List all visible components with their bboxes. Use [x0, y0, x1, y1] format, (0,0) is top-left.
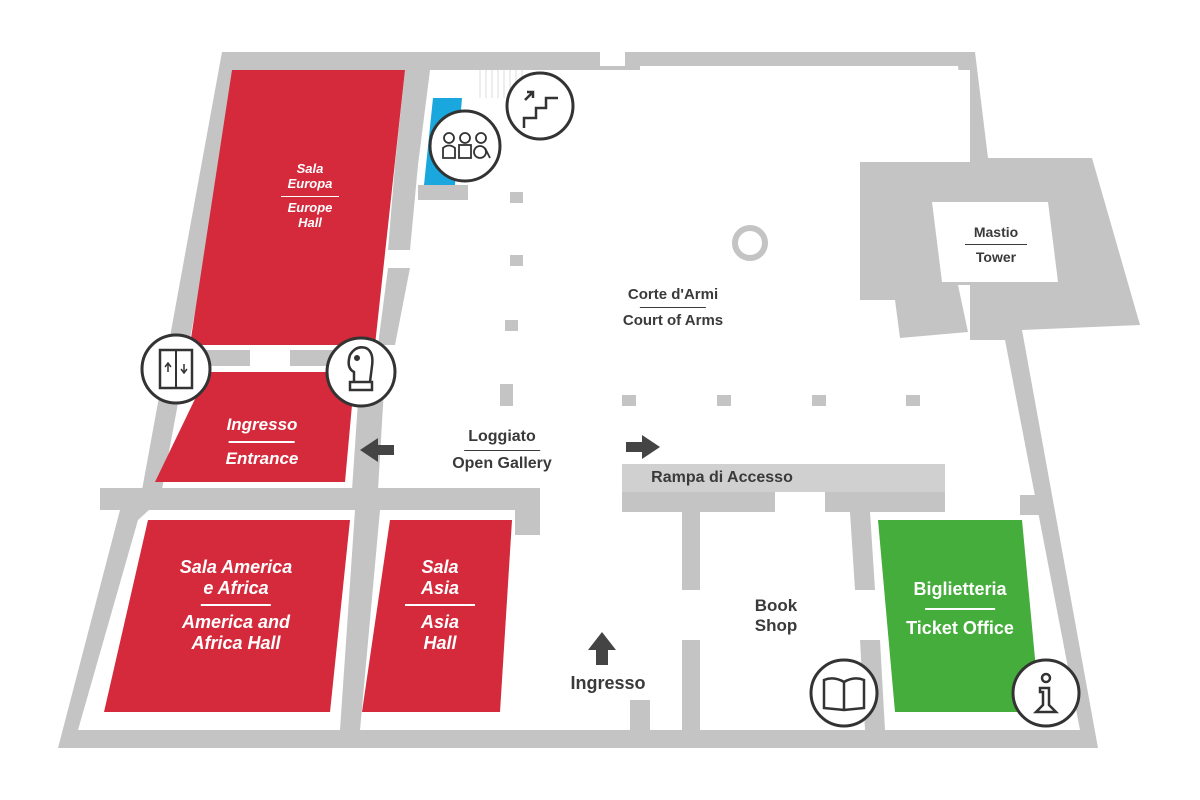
label-en-1: Asia: [420, 612, 460, 633]
america-hall-label: Sala America e Africa America and Africa…: [180, 557, 292, 654]
label-en: Open Gallery: [452, 455, 552, 473]
label-en-2: Hall: [423, 633, 457, 654]
main-entrance-label: Ingresso: [570, 673, 646, 693]
divider: [965, 244, 1027, 246]
stairs-icon[interactable]: [505, 71, 575, 141]
label-it: Mastio: [973, 224, 1019, 240]
label-en-2: Africa Hall: [191, 633, 281, 654]
divider: [229, 440, 295, 443]
tower-label: Mastio Tower: [965, 224, 1027, 265]
room-europe-hall[interactable]: [190, 70, 405, 345]
label-it-1: Sala: [421, 557, 459, 577]
label-en-1: America and: [181, 612, 291, 633]
bookshop-label: Book Shop: [755, 596, 798, 635]
room-asia-hall[interactable]: [362, 520, 512, 712]
room-america-africa-hall[interactable]: [104, 520, 350, 712]
tower-interior: [932, 202, 1058, 282]
room-entrance[interactable]: [155, 372, 355, 482]
label-line-1: Book: [754, 596, 798, 615]
divider: [281, 195, 339, 197]
book-icon[interactable]: [809, 658, 879, 728]
label-it: Ingresso: [226, 415, 298, 434]
label-en: Tower: [975, 249, 1017, 266]
label-it: Biglietteria: [913, 579, 1007, 599]
entrance-label: Ingresso Entrance: [226, 415, 299, 468]
label-line-2: Shop: [754, 615, 798, 635]
fountain-icon: [732, 225, 768, 261]
label-it-2: e Africa: [203, 577, 269, 598]
ramp-label: Rampa di Accesso: [651, 469, 793, 486]
asia-hall-label: Sala Asia Asia Hall: [405, 557, 475, 654]
arrow-right-icon: [626, 435, 660, 459]
label-en-2: Hall: [298, 214, 322, 230]
info-icon[interactable]: [1011, 658, 1081, 728]
court-label: Corte d'Armi Court of Arms: [623, 286, 723, 330]
label-it: Corte d'Armi: [627, 286, 719, 303]
access-ramp: [622, 464, 945, 492]
divider: [405, 604, 475, 607]
arrow-left-icon: [360, 438, 394, 462]
ticket-office-label: Biglietteria Ticket Office: [906, 579, 1014, 638]
divider: [640, 307, 706, 309]
label-en-1: Europe: [287, 199, 333, 215]
label-it-1: Sala: [296, 161, 324, 176]
europe-hall-label: Sala Europa Europe Hall: [281, 161, 339, 231]
label-it-2: Asia: [420, 577, 460, 598]
loggia-label: Loggiato Open Gallery: [452, 428, 552, 474]
room-ticket-office[interactable]: [878, 520, 1040, 712]
stair-steps: [479, 70, 523, 98]
elevator-icon[interactable]: [140, 333, 212, 405]
arrow-up-icon: [588, 632, 616, 665]
chess-knight-icon[interactable]: [325, 336, 397, 408]
label-it-2: Europa: [287, 175, 333, 191]
divider: [464, 450, 540, 452]
label-it-1: Sala America: [179, 557, 293, 577]
label-en: Ticket Office: [906, 617, 1014, 638]
accessible-restroom-icon[interactable]: [428, 109, 502, 183]
divider: [925, 607, 995, 610]
label-it: Loggiato: [468, 428, 536, 445]
label-en: Entrance: [225, 448, 299, 468]
label-en: Court of Arms: [622, 312, 724, 330]
divider: [201, 604, 271, 607]
